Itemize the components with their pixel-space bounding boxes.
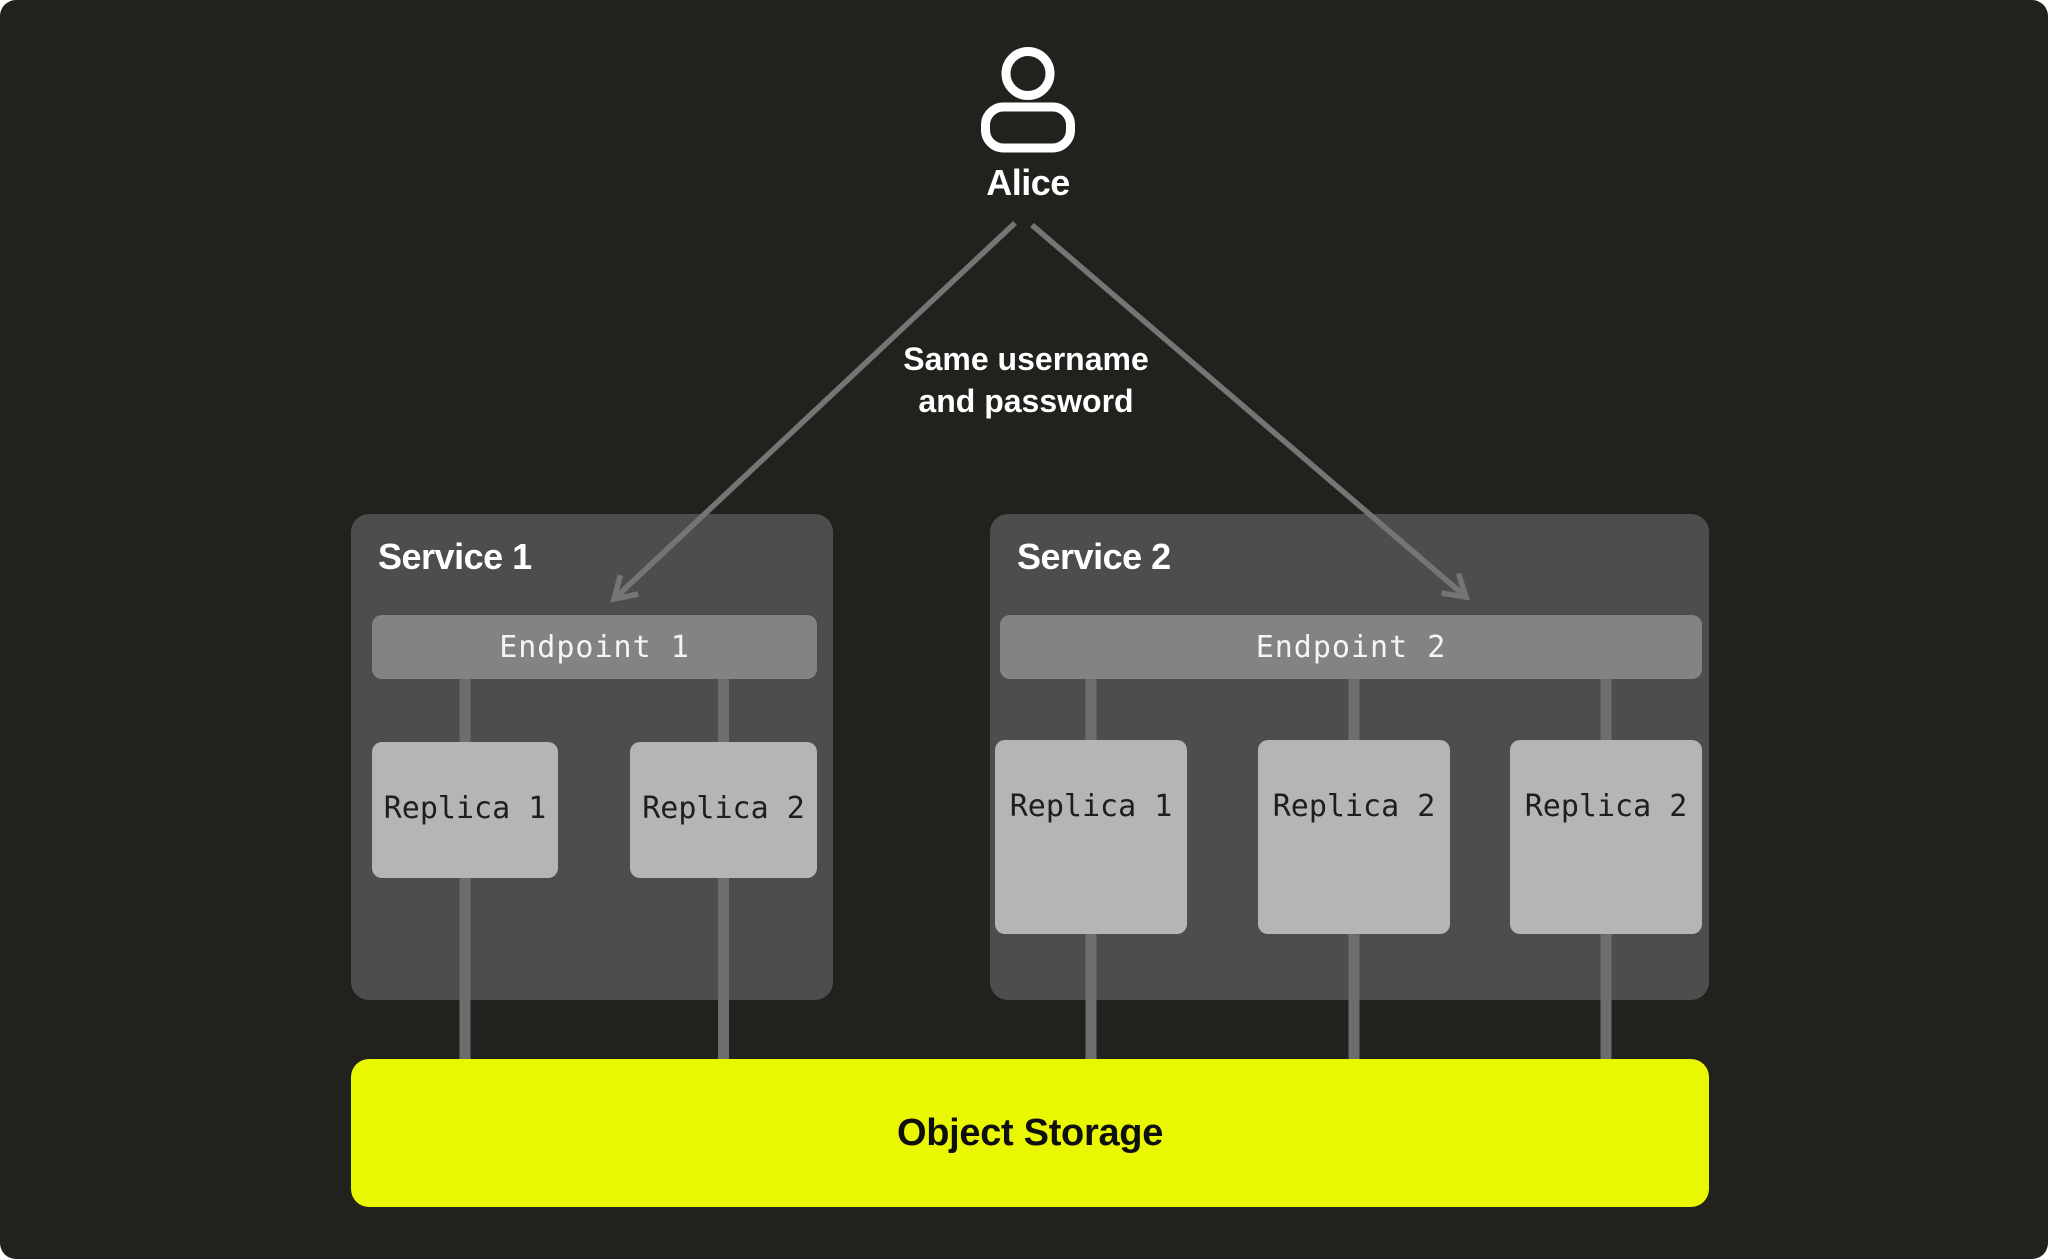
storage-label: Object Storage — [896, 1111, 1164, 1154]
service-2-title: Service 2 — [1017, 536, 1171, 577]
user-label: Alice — [986, 162, 1070, 203]
annotation-line-2: and password — [918, 383, 1134, 419]
endpoint-1-bar: Endpoint 1 — [372, 615, 817, 679]
endpoint-2-label: Endpoint 2 — [1255, 629, 1447, 665]
storage-bar: Object Storage — [351, 1059, 1709, 1207]
replica-card: Replica 2 — [630, 742, 817, 878]
endpoint-1-label: Endpoint 1 — [499, 629, 690, 665]
annotation-line-1: Same username — [903, 341, 1149, 377]
service-1-title: Service 1 — [378, 536, 532, 577]
endpoint-2-bar: Endpoint 2 — [1000, 615, 1702, 679]
annotation-text: Same username and password — [903, 338, 1148, 422]
replica-card: Replica 1 — [372, 742, 558, 878]
replica-card: Replica 1 — [995, 740, 1187, 934]
user-icon — [981, 47, 1075, 153]
replica-card: Replica 2 — [1258, 740, 1450, 934]
replica-card: Replica 2 — [1510, 740, 1702, 934]
